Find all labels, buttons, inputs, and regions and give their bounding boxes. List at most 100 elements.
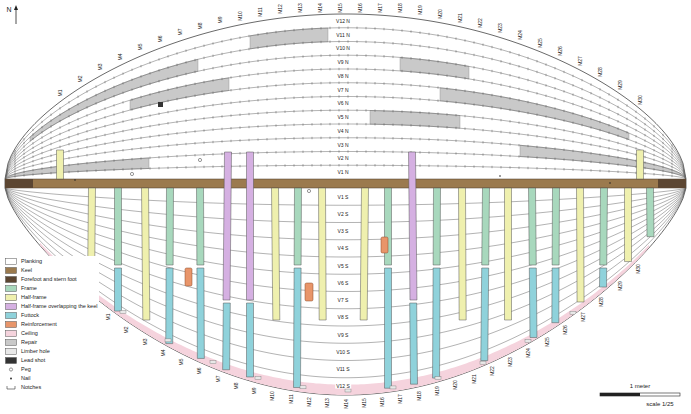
frame (552, 188, 559, 265)
legend-entry: Lead shot (5, 356, 97, 365)
frame-number: M12 (278, 4, 283, 14)
frame (529, 188, 537, 265)
legend-entry: Reinforcement (5, 320, 97, 329)
futtock (410, 303, 418, 384)
strake-seam (5, 110, 686, 179)
legend-swatch-fill (6, 349, 17, 355)
legend-swatch-fill (6, 286, 17, 292)
repair-patch (520, 145, 685, 177)
futtock (529, 268, 537, 337)
legend-swatch-fill (6, 331, 17, 337)
frame-number: M20 (453, 381, 458, 391)
frame (647, 188, 654, 237)
legend-text: Notches (21, 385, 41, 391)
strake-label: V11 N (335, 32, 351, 37)
limber-hole (210, 361, 216, 364)
futtock (197, 268, 204, 358)
frame-number: M19 (434, 386, 439, 396)
frame-number: M18 (416, 391, 421, 401)
legend-entry: Nail (5, 374, 97, 383)
frame-number: M14 (343, 399, 348, 409)
frame-number: M23 (508, 357, 513, 367)
frame-number: M4 (160, 349, 165, 356)
legend-entry: Repair (5, 338, 97, 347)
half-frame (459, 188, 467, 320)
strake-label: V7 S (337, 298, 350, 303)
forefoot (5, 179, 33, 188)
frame-number: M1 (106, 313, 111, 320)
half-frame (637, 150, 644, 179)
strake-seam (5, 188, 686, 378)
half-frame (577, 188, 585, 302)
hull-outline (5, 14, 686, 395)
frame-number: M2 (124, 326, 129, 333)
strake-label: V10 N (335, 46, 351, 51)
strake-label: V7 N (336, 87, 349, 92)
frame-number: M19 (418, 6, 423, 16)
legend-text: Half-frame overlapping the keel (21, 304, 97, 310)
frame-number: M22 (489, 366, 494, 376)
legend-swatch-fill (6, 268, 17, 274)
frame-number: M11 (288, 395, 293, 404)
strake-label: V3 S (337, 229, 350, 234)
legend-swatch (5, 384, 17, 391)
limber-hole (525, 339, 531, 342)
frame-number: M27 (578, 56, 583, 66)
notches (15, 40, 672, 155)
frame (115, 188, 122, 265)
peg (198, 158, 201, 161)
half-frame (142, 188, 150, 320)
notch-symbol (7, 386, 15, 389)
frame-number: M5 (179, 359, 184, 366)
limber-hole (390, 386, 396, 389)
legend-swatch (5, 312, 17, 319)
half-frame-overlapping-keel (247, 152, 254, 300)
repair-patch (250, 28, 328, 49)
notches (15, 150, 672, 175)
frame (385, 188, 392, 265)
notches (15, 54, 672, 157)
legend-swatch (5, 285, 17, 292)
strake-label: V9 N (336, 60, 349, 65)
frame-number: M16 (358, 3, 363, 13)
legend-entry: Half-frame overlapping the keel (5, 302, 97, 311)
frame-number: M3 (98, 64, 103, 71)
strake-label: V10 S (335, 349, 351, 354)
strake-seam (5, 97, 686, 179)
frame-number: M2 (78, 75, 83, 82)
legend-swatch (5, 276, 17, 283)
frame-number: M15 (361, 399, 366, 409)
north-label: N (6, 6, 11, 13)
limber-hole (435, 377, 441, 380)
legend-swatch (5, 375, 17, 382)
strake-seam (5, 42, 686, 179)
frame-number: M6 (197, 368, 202, 375)
keel (5, 179, 686, 188)
futtock (385, 268, 392, 388)
strake-seam (5, 69, 686, 179)
futtock (294, 268, 302, 388)
ceiling-strip (40, 243, 649, 395)
frame-number: M25 (544, 337, 549, 347)
half-frame (57, 150, 64, 179)
legend-text: Limber hole (21, 349, 50, 355)
legend-swatch (5, 366, 17, 373)
half-frame-overlapping-keel (223, 152, 231, 300)
strake-label: V6 N (336, 101, 349, 106)
strake-seam (5, 152, 686, 180)
legend-swatch-fill (6, 295, 17, 301)
futtock (552, 268, 559, 323)
limber-hole (300, 386, 306, 389)
legend-swatch (5, 321, 17, 328)
legend-swatch (5, 357, 17, 364)
frame-number: M15 (338, 3, 343, 13)
legend-entry: Frame (5, 284, 97, 293)
legend-entry: Forefoot and stern foot (5, 275, 97, 284)
strake-label: V6 S (337, 280, 350, 285)
frame-number: M17 (378, 3, 383, 13)
nail (609, 182, 611, 184)
peg-symbol (9, 368, 12, 371)
strake-label: V5 S (337, 263, 350, 268)
futtock (247, 303, 254, 377)
legend-swatch-fill (6, 259, 17, 265)
